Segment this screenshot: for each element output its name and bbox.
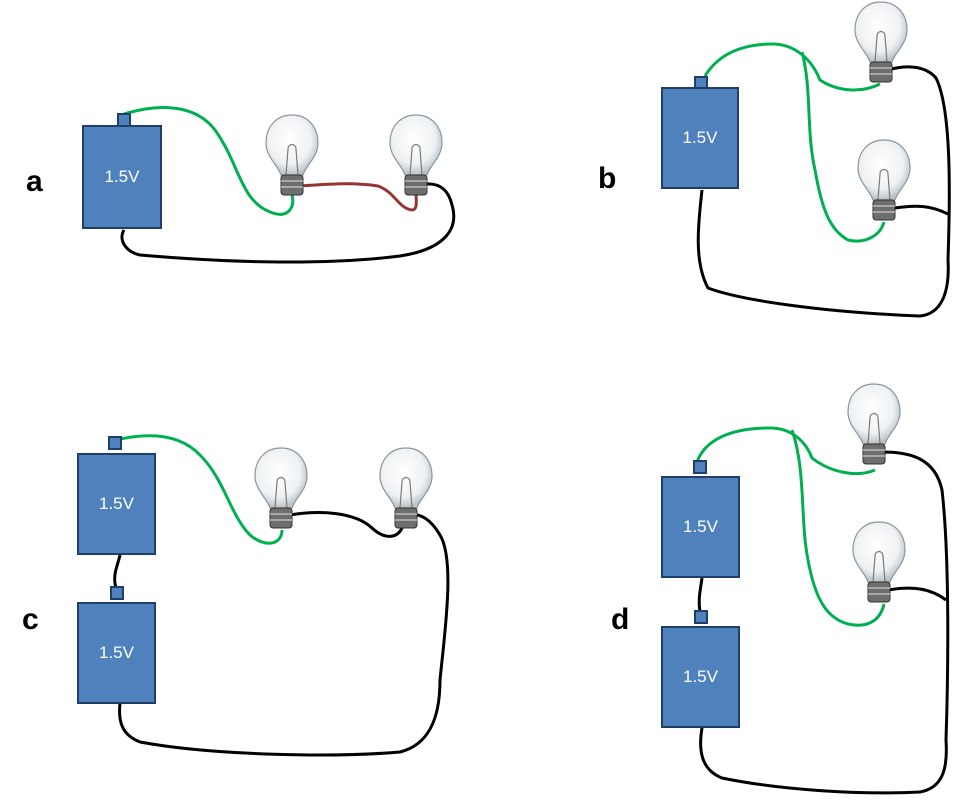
bulb-b1-icon: [854, 1, 908, 83]
bulb-a1-icon: [265, 114, 319, 196]
wire-b-return: [696, 65, 951, 318]
battery-d1-label: 1.5V: [683, 517, 718, 536]
wire-d-positive: [695, 426, 876, 476]
battery-a1-label: 1.5V: [104, 167, 140, 186]
wire-a-return: [120, 182, 456, 264]
battery-d1: 1.5V: [661, 476, 740, 578]
panel-label-c: c: [22, 603, 39, 636]
wire-d-return: [699, 450, 950, 795]
bulb-c1-icon: [254, 447, 308, 529]
wire-b-branch: [800, 51, 886, 243]
battery-c1-label: 1.5V: [99, 494, 134, 513]
wire-d-parallel-return: [887, 586, 947, 602]
wire-b-positive: [703, 42, 881, 92]
wire-a-positive: [123, 106, 295, 216]
bulb-a2-icon: [389, 114, 443, 196]
battery-d1-terminal: [693, 460, 707, 474]
battery-c1: 1.5V: [77, 453, 156, 555]
battery-d2-terminal: [694, 610, 708, 624]
battery-d2: 1.5V: [661, 626, 740, 728]
wire-d-battery-link: [697, 577, 704, 613]
wire-c-battery-link: [113, 554, 122, 589]
panel-label-d: d: [611, 603, 630, 636]
battery-d2-label: 1.5V: [683, 667, 718, 686]
panel-label-a: a: [26, 165, 43, 198]
bulb-d1-icon: [847, 383, 901, 465]
battery-c2: 1.5V: [77, 602, 156, 704]
wire-d-branch: [790, 429, 886, 627]
battery-b1: 1.5V: [661, 87, 739, 189]
wire-c-series: [289, 511, 406, 538]
battery-c1-terminal: [108, 436, 122, 450]
battery-c2-terminal: [110, 586, 124, 600]
wire-b-parallel-return: [894, 204, 949, 216]
bulb-b2-icon: [857, 139, 911, 221]
wire-c-positive: [115, 434, 284, 545]
battery-c2-label: 1.5V: [99, 643, 134, 662]
battery-a1: 1.5V: [82, 125, 162, 229]
wire-c-return: [118, 512, 450, 757]
panel-label-b: b: [598, 162, 617, 195]
battery-b1-label: 1.5V: [682, 128, 718, 147]
bulb-c2-icon: [379, 447, 433, 529]
bulb-d2-icon: [852, 521, 906, 603]
wire-a-link: [297, 182, 418, 212]
